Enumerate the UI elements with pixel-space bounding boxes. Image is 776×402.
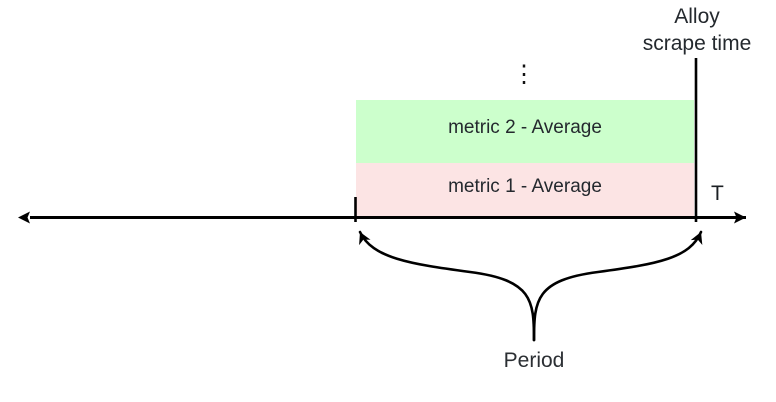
period-brace-left [358, 230, 536, 342]
period-brace-right [532, 230, 703, 342]
scrape-time-label-line2: scrape time [642, 32, 752, 55]
period-label: Period [503, 349, 565, 372]
metric-box-1-label: metric 1 - Average [448, 176, 602, 197]
metric-box-2 [356, 100, 694, 163]
metric-box-1 [356, 163, 694, 217]
vertical-ellipsis-icon: ⋮ [512, 61, 536, 88]
metric-box-2-label: metric 2 - Average [448, 117, 602, 138]
scrape-time-label: Alloy scrape time [586, 3, 776, 57]
time-axis-label: T [711, 182, 724, 205]
scrape-time-label-line1: Alloy [674, 5, 720, 28]
